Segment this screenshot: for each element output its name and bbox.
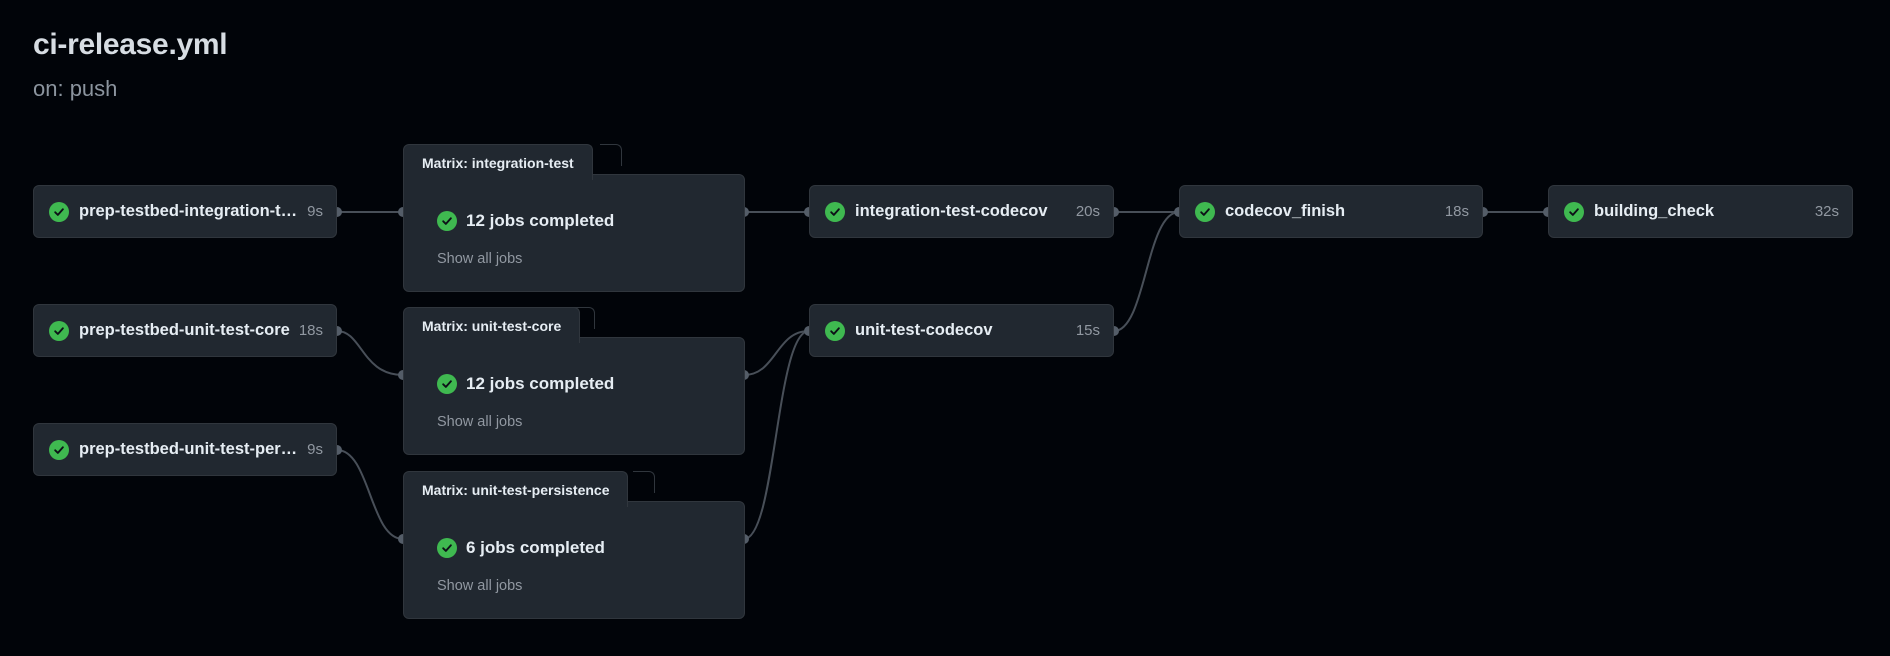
show-all-jobs-link[interactable]: Show all jobs: [437, 414, 523, 430]
connector-unit-core-matrix: [743, 330, 810, 376]
job-unit-test-codecov[interactable]: unit-test-codecov 15s: [809, 304, 1114, 357]
show-all-jobs-link[interactable]: Show all jobs: [437, 578, 523, 594]
job-name: unit-test-codecov: [855, 321, 993, 339]
workflow-title: ci-release.yml: [33, 28, 228, 61]
job-integration-test-codecov[interactable]: integration-test-codecov 20s: [809, 185, 1114, 238]
check-circle-icon: [825, 201, 845, 222]
check-circle-icon: [49, 201, 69, 222]
job-name: integration-test-codecov: [855, 202, 1048, 220]
job-duration: 9s: [307, 203, 323, 220]
job-name: codecov_finish: [1225, 202, 1346, 220]
connector-prep-unit-persistence: [336, 449, 404, 540]
check-circle-icon: [49, 439, 69, 460]
connector-unit-persistence-matrix: [743, 330, 810, 540]
matrix-body: 12 jobs completed Show all jobs: [403, 337, 745, 455]
job-duration: 32s: [1814, 203, 1839, 220]
matrix-status-row: 6 jobs completed: [437, 538, 605, 558]
matrix-status-row: 12 jobs completed: [437, 211, 614, 231]
job-name: prep-testbed-unit-test-core: [79, 321, 290, 339]
show-all-jobs-link[interactable]: Show all jobs: [437, 251, 523, 267]
job-name: prep-testbed-unit-test-per…: [79, 440, 298, 458]
job-prep-testbed-unit-test-core[interactable]: prep-testbed-unit-test-core 18s: [33, 304, 337, 357]
matrix-body: 12 jobs completed Show all jobs: [403, 174, 745, 292]
connector-unit-codecov: [1113, 211, 1180, 332]
job-building-check[interactable]: building_check 32s: [1548, 185, 1853, 238]
job-name: prep-testbed-integration-te…: [79, 202, 300, 220]
job-prep-testbed-integration[interactable]: prep-testbed-integration-te… 9s: [33, 185, 337, 238]
check-circle-icon: [1564, 201, 1584, 222]
matrix-label: Matrix: unit-test-persistence: [403, 471, 629, 507]
matrix-label: Matrix: integration-test: [403, 144, 593, 180]
connector-prep-unit-core: [336, 330, 404, 376]
check-circle-icon: [437, 538, 457, 558]
check-circle-icon: [437, 374, 457, 394]
job-prep-testbed-unit-test-persistence[interactable]: prep-testbed-unit-test-per… 9s: [33, 423, 337, 476]
job-duration: 9s: [307, 441, 323, 458]
matrix-label: Matrix: unit-test-core: [403, 307, 581, 343]
matrix-jobs-completed: 12 jobs completed: [466, 211, 615, 230]
job-codecov-finish[interactable]: codecov_finish 18s: [1179, 185, 1483, 238]
check-circle-icon: [1195, 201, 1215, 222]
job-duration: 18s: [1444, 203, 1469, 220]
job-duration: 18s: [298, 322, 323, 339]
workflow-trigger: on: push: [33, 76, 118, 101]
matrix-jobs-completed: 12 jobs completed: [466, 374, 615, 393]
check-circle-icon: [825, 320, 845, 341]
job-duration: 15s: [1075, 322, 1100, 339]
matrix-jobs-completed: 6 jobs completed: [466, 538, 605, 557]
matrix-body: 6 jobs completed Show all jobs: [403, 501, 745, 619]
job-name: building_check: [1594, 202, 1715, 220]
matrix-status-row: 12 jobs completed: [437, 374, 614, 394]
check-circle-icon: [49, 320, 69, 341]
job-duration: 20s: [1075, 203, 1100, 220]
check-circle-icon: [437, 211, 457, 231]
